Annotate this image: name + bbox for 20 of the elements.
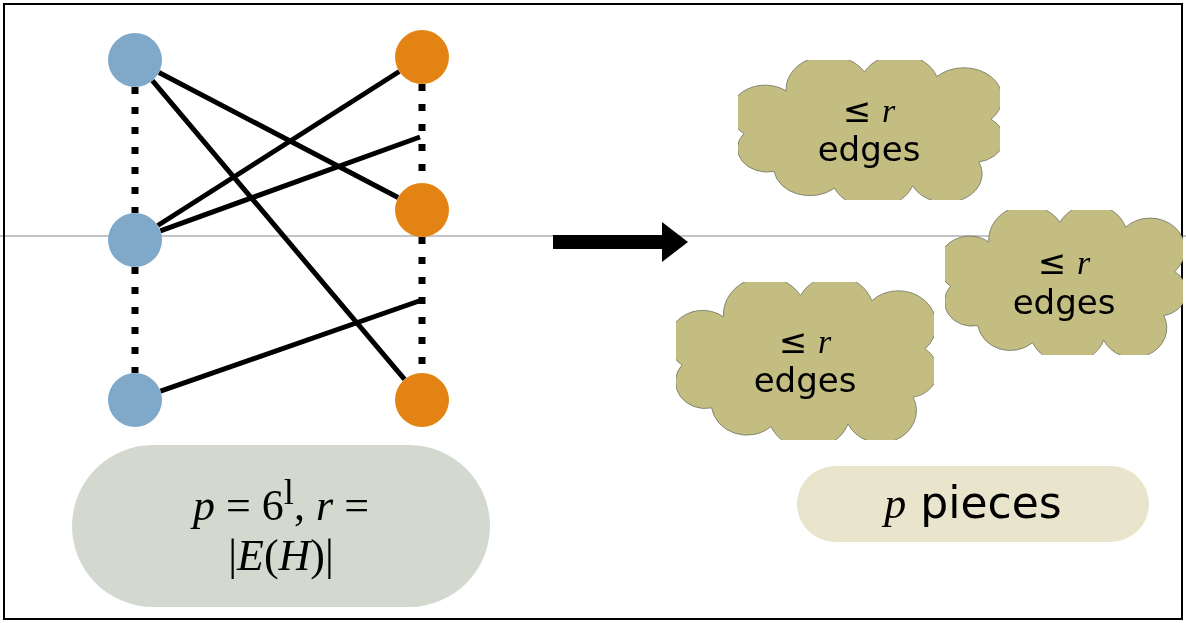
cloud-shape xyxy=(676,282,934,440)
formula-text: p = 6$^{l}$, r = |E(H)| xyxy=(171,470,391,582)
vertex-circle xyxy=(395,183,449,237)
edge-line xyxy=(157,70,400,200)
cloud-text: ≤ r edges xyxy=(752,321,858,401)
vertex-circle xyxy=(108,213,162,267)
cloud-shape xyxy=(945,210,1183,355)
vertex-circle xyxy=(108,373,162,427)
edge-line xyxy=(150,79,407,381)
dotted-line xyxy=(131,267,139,373)
cloud-shape xyxy=(738,60,1000,200)
edge-line xyxy=(159,297,423,394)
edge-line xyxy=(156,69,401,228)
cloud-text: ≤ r edges xyxy=(1011,243,1117,322)
vertex-circle xyxy=(395,373,449,427)
cloud-text: ≤ r edges xyxy=(816,90,922,170)
dotted-line xyxy=(131,87,139,213)
vertex-circle xyxy=(395,30,449,84)
edge-line xyxy=(159,134,421,234)
vertex-circle xyxy=(108,33,162,87)
